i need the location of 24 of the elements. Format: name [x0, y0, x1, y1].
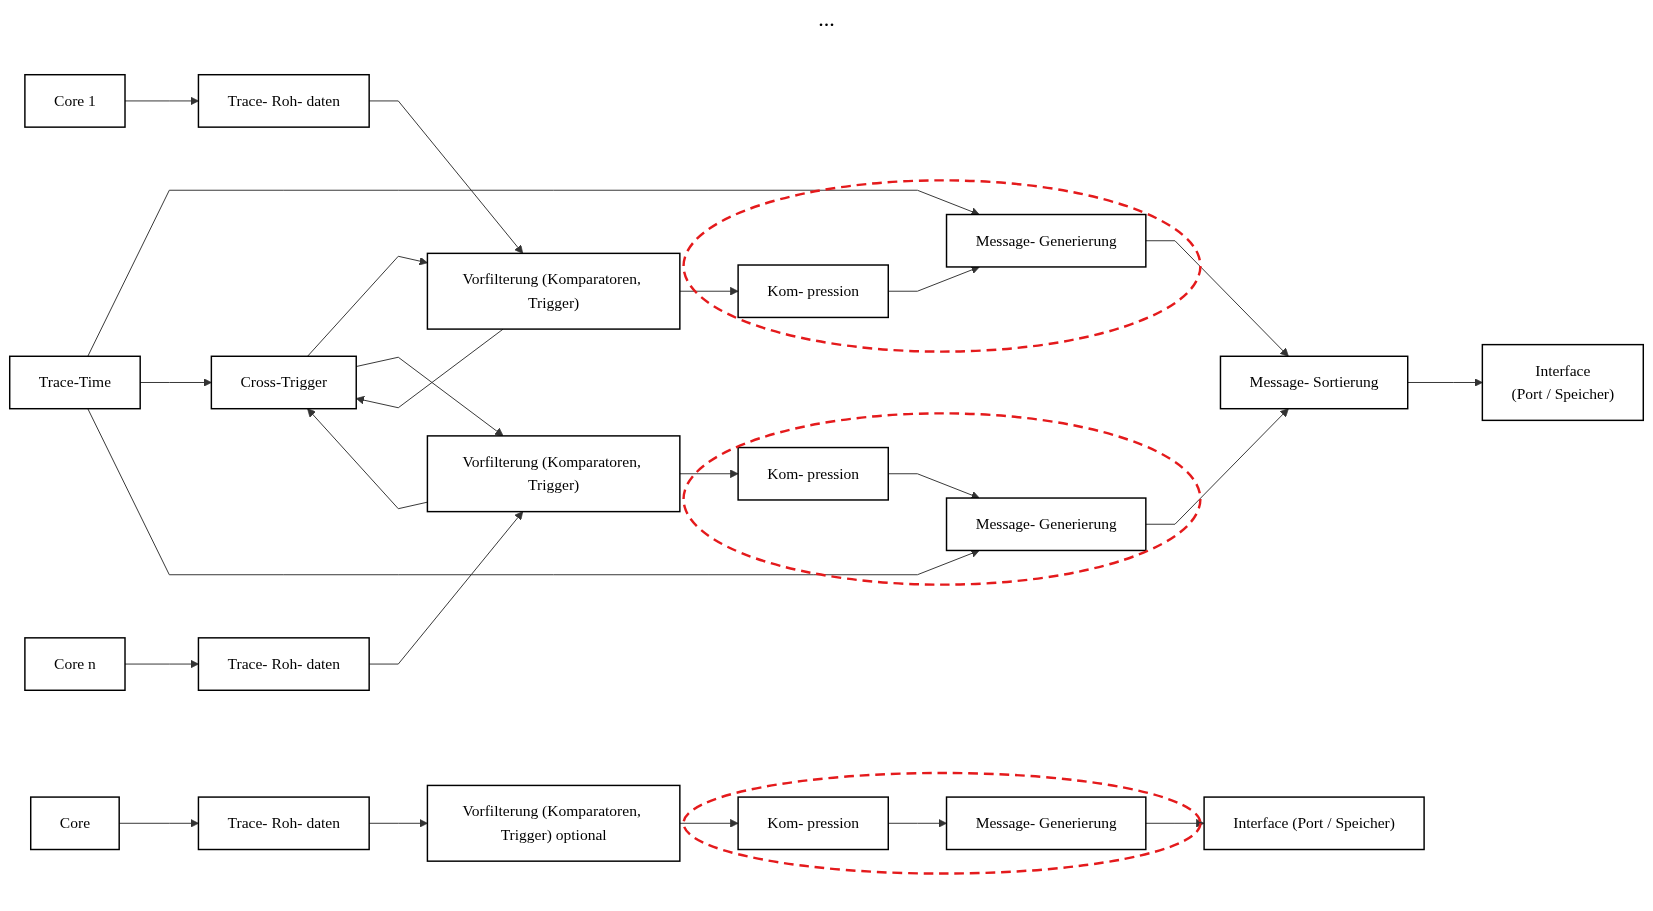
dashed-ellipse — [682, 412, 1202, 587]
node-box: Message- Generierung — [945, 497, 1147, 552]
node-box: Interface (Port / Speicher) — [1203, 796, 1425, 851]
node-box: Cross-Trigger — [210, 355, 357, 410]
node-box: Core n — [24, 637, 126, 692]
node-box: Kom- pression — [737, 264, 889, 319]
node-box: Vorfilterung (Komparatoren, Trigger) — [426, 252, 681, 331]
node-box: Trace-Time — [9, 355, 141, 410]
node-box: Trace- Roh- daten — [197, 637, 370, 692]
node-box: Interface (Port / Speicher) — [1481, 344, 1644, 422]
node-box: Vorfilterung (Komparatoren, Trigger) — [426, 435, 681, 513]
node-box: Message- Sortierung — [1219, 355, 1409, 410]
dashed-ellipse — [682, 179, 1202, 354]
node-box: Message- Generierung — [945, 796, 1147, 851]
ellipsis-note: ... — [818, 6, 835, 31]
node-box: Kom- pression — [737, 796, 889, 851]
dashed-ellipse — [682, 772, 1202, 876]
node-box: Trace- Roh- daten — [197, 796, 370, 851]
node-box: Message- Generierung — [945, 214, 1147, 269]
node-box: Vorfilterung (Komparatoren, Trigger) optional — [426, 785, 681, 863]
node-box: Core — [30, 796, 120, 851]
node-box: Trace- Roh- daten — [197, 74, 370, 129]
node-box: Kom- pression — [737, 447, 889, 502]
node-box: Core 1 — [24, 74, 126, 129]
